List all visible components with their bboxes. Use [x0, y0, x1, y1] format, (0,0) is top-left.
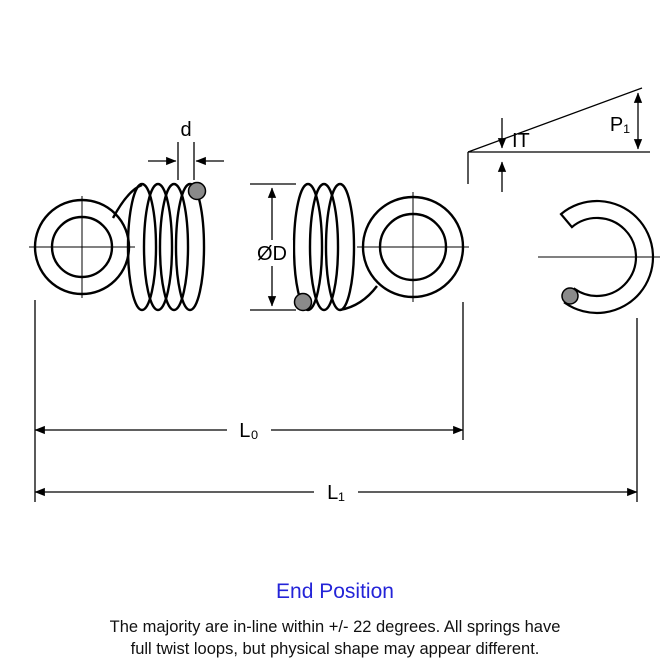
label-wire-diameter: d: [180, 119, 191, 141]
label-l1-backing: [314, 479, 358, 505]
coil: [292, 182, 324, 312]
end-hook-wire-tip: [561, 287, 579, 305]
wire-section-bottom: [293, 292, 313, 312]
centerlines: [29, 192, 660, 302]
label-it: IT: [512, 130, 530, 152]
label-od-backing: [251, 240, 293, 266]
end-position-hook: [559, 199, 655, 315]
dim-p1-it: [467, 87, 650, 192]
coil: [324, 182, 356, 312]
label-total-length: L₁: [327, 482, 345, 504]
coil: [158, 182, 190, 312]
coil: [308, 182, 340, 312]
dim-l0: [34, 300, 464, 502]
end-position-title: End Position: [276, 580, 394, 603]
label-outer-diameter: ØD: [257, 243, 287, 265]
hook-coil-connector: [111, 183, 143, 219]
left-hook-inner: [50, 215, 114, 279]
wire-section-top: [187, 181, 207, 201]
right-hook-inner: [378, 212, 448, 282]
coil: [142, 182, 174, 312]
footer: End Position The majority are in-line wi…: [0, 580, 670, 661]
label-l0-backing: [227, 417, 271, 443]
coil: [174, 182, 206, 312]
dim-l1: [34, 318, 638, 502]
right-hook-outer: [361, 195, 465, 299]
coil: [126, 182, 158, 312]
spring-body: [33, 182, 465, 312]
hook-coil-connector: [339, 285, 378, 312]
label-free-length: L₀: [239, 420, 258, 442]
note-line-1: The majority are in-line within +/- 22 d…: [109, 618, 561, 636]
label-p1: P₁: [610, 114, 630, 136]
dim-d: [148, 142, 224, 180]
note-line-2: full twist loops, but physical shape may…: [130, 640, 540, 659]
